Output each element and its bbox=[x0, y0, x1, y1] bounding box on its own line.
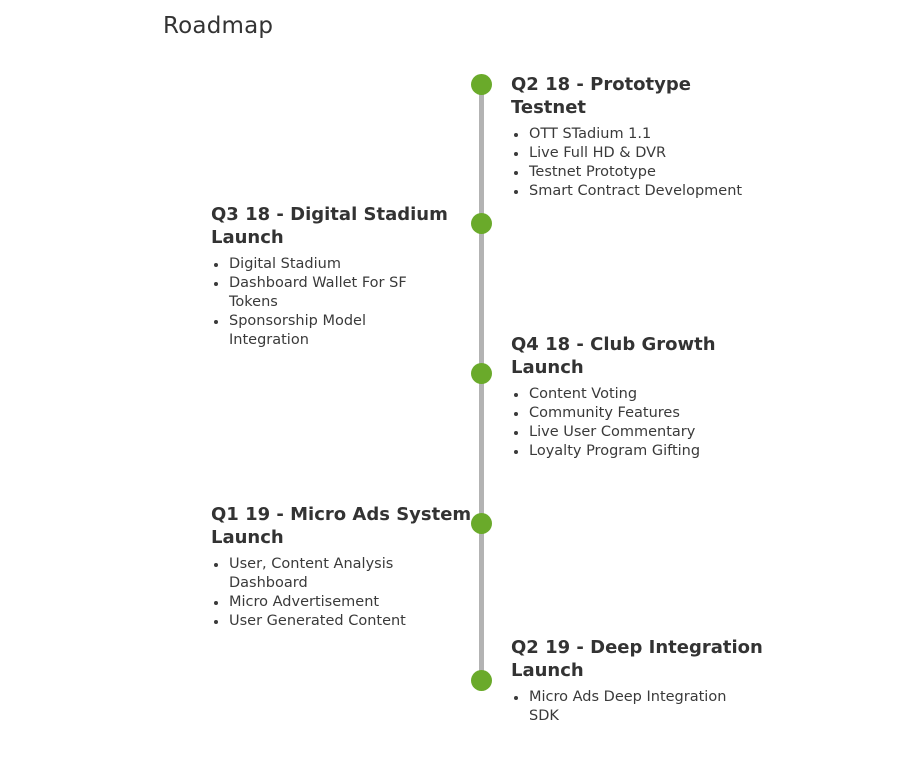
milestone-item: Micro Advertisement bbox=[211, 593, 431, 612]
milestone-title-line: Q1 19 - Micro Ads System bbox=[211, 504, 472, 525]
milestone-item: Content Voting bbox=[511, 385, 761, 404]
milestone-q4-18: Q4 18 - Club Growth Launch Content Votin… bbox=[511, 333, 761, 461]
milestone-item-list: Digital Stadium Dashboard Wallet For SF … bbox=[211, 255, 421, 350]
milestone-item: Smart Contract Development bbox=[511, 182, 761, 201]
milestone-q2-18: Q2 18 - Prototype Testnet OTT STadium 1.… bbox=[511, 73, 761, 201]
milestone-item-list: OTT STadium 1.1 Live Full HD & DVR Testn… bbox=[511, 125, 761, 201]
milestone-title-line: Q2 18 - Prototype bbox=[511, 74, 691, 95]
milestone-title-line: Q2 19 - Deep Integration bbox=[511, 637, 763, 658]
milestone-q2-19: Q2 19 - Deep Integration Launch Micro Ad… bbox=[511, 636, 773, 726]
milestone-title-line: Q3 18 - Digital Stadium bbox=[211, 204, 448, 225]
milestone-item: Sponsorship Model Integration bbox=[211, 312, 421, 350]
timeline-node-q3-18 bbox=[471, 213, 492, 234]
milestone-item: Digital Stadium bbox=[211, 255, 421, 274]
timeline-node-q1-19 bbox=[471, 513, 492, 534]
milestone-item-list: User, Content Analysis Dashboard Micro A… bbox=[211, 555, 431, 631]
milestone-q3-18: Q3 18 - Digital Stadium Launch Digital S… bbox=[211, 203, 461, 350]
timeline-node-q2-18 bbox=[471, 74, 492, 95]
milestone-item: Testnet Prototype bbox=[511, 163, 761, 182]
milestone-title-line: Launch bbox=[211, 527, 284, 548]
milestone-title-line: Launch bbox=[511, 660, 584, 681]
milestone-q1-19: Q1 19 - Micro Ads System Launch User, Co… bbox=[211, 503, 473, 631]
milestone-title-line: Testnet bbox=[511, 97, 587, 118]
milestone-title: Q2 18 - Prototype Testnet bbox=[511, 73, 761, 119]
milestone-title: Q2 19 - Deep Integration Launch bbox=[511, 636, 773, 682]
milestone-item: Micro Ads Deep Integration SDK bbox=[511, 688, 736, 726]
milestone-item: Loyalty Program Gifting bbox=[511, 442, 761, 461]
milestone-item-list: Micro Ads Deep Integration SDK bbox=[511, 688, 736, 726]
milestone-title-line: Q4 18 - Club Growth bbox=[511, 334, 716, 355]
milestone-title: Q1 19 - Micro Ads System Launch bbox=[211, 503, 473, 549]
milestone-title: Q4 18 - Club Growth Launch bbox=[511, 333, 761, 379]
milestone-item: User Generated Content bbox=[211, 612, 431, 631]
milestone-item: Live Full HD & DVR bbox=[511, 144, 761, 163]
milestone-item: OTT STadium 1.1 bbox=[511, 125, 761, 144]
milestone-item-list: Content Voting Community Features Live U… bbox=[511, 385, 761, 461]
milestone-title: Q3 18 - Digital Stadium Launch bbox=[211, 203, 461, 249]
milestone-title-line: Launch bbox=[511, 357, 584, 378]
page-title: Roadmap bbox=[163, 13, 274, 39]
milestone-item: Community Features bbox=[511, 404, 761, 423]
milestone-item: Dashboard Wallet For SF Tokens bbox=[211, 274, 421, 312]
timeline-node-q2-19 bbox=[471, 670, 492, 691]
milestone-title-line: Launch bbox=[211, 227, 284, 248]
milestone-item: Live User Commentary bbox=[511, 423, 761, 442]
milestone-item: User, Content Analysis Dashboard bbox=[211, 555, 431, 593]
timeline-node-q4-18 bbox=[471, 363, 492, 384]
